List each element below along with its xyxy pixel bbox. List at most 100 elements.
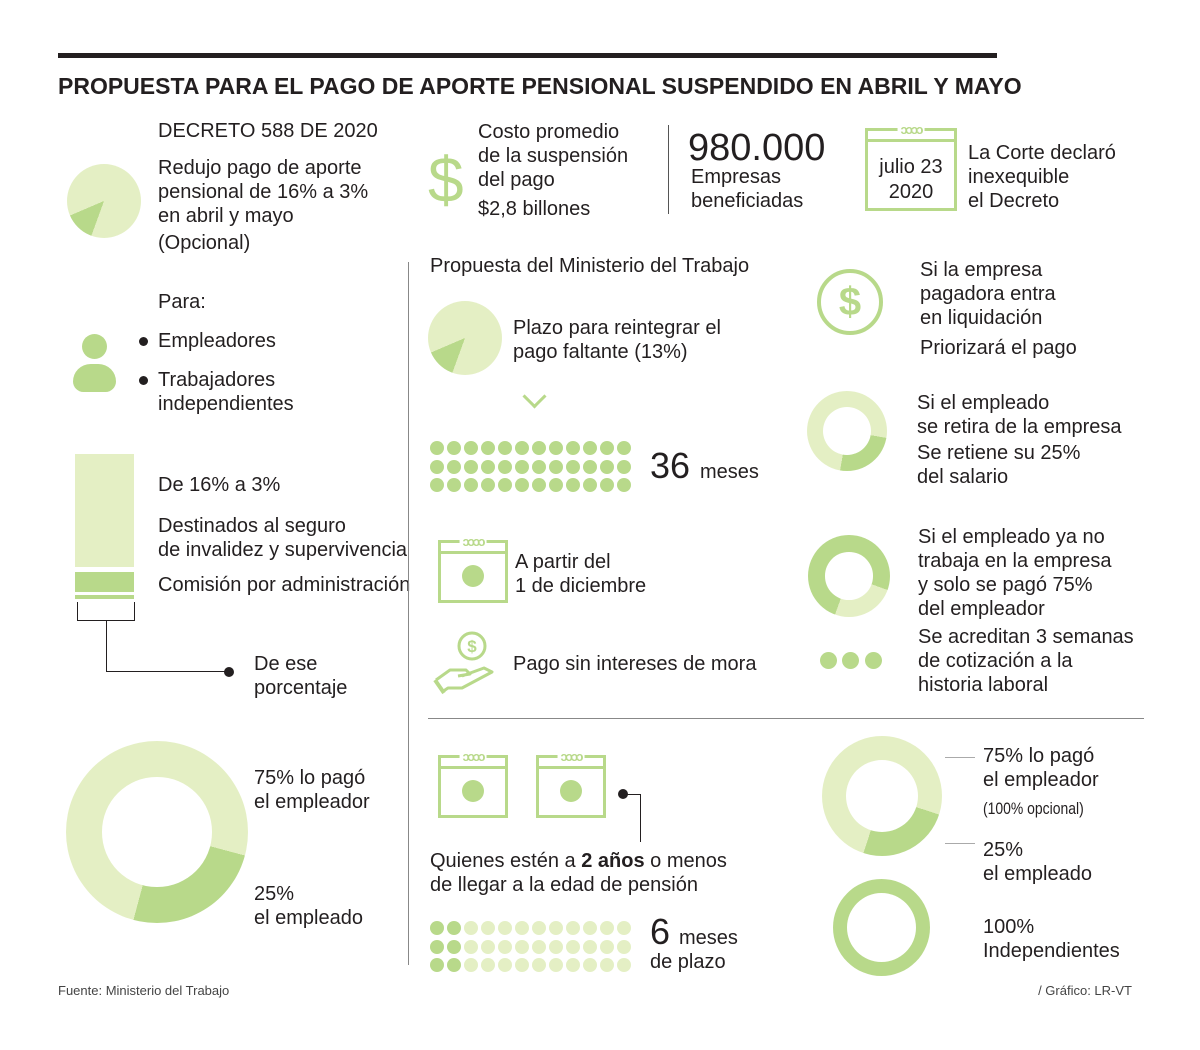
month-dot bbox=[600, 459, 614, 474]
month-dot bbox=[481, 939, 495, 954]
month-dot bbox=[583, 921, 597, 935]
bar-16-segment bbox=[75, 454, 134, 567]
decreto-pie bbox=[67, 164, 141, 238]
no-trabaja-donut bbox=[808, 535, 890, 617]
month-dot bbox=[549, 939, 563, 954]
pension-years: 2 años bbox=[581, 850, 645, 872]
month-dot bbox=[498, 478, 512, 492]
month-dot bbox=[532, 459, 546, 474]
case-title: trabaja en la empresa bbox=[918, 550, 1112, 572]
month-dot bbox=[600, 939, 614, 954]
companies-value: 980.000 bbox=[688, 127, 826, 169]
case-detail: Priorizará el pago bbox=[920, 337, 1077, 359]
split-donut bbox=[822, 736, 942, 856]
month-dot bbox=[498, 958, 512, 972]
month-dot bbox=[549, 441, 563, 455]
week-dot bbox=[865, 652, 882, 669]
split-employer: 75% lo pagó bbox=[983, 744, 1094, 768]
month-dot bbox=[515, 921, 529, 935]
month-dot bbox=[481, 441, 495, 455]
month-dot bbox=[600, 958, 614, 972]
month-dot bbox=[498, 939, 512, 954]
start-line: 1 de diciembre bbox=[515, 575, 647, 597]
pension-line2: de llegar a la edad de pensión bbox=[430, 874, 698, 896]
cost-value: $2,8 billones bbox=[478, 198, 591, 220]
month-dot bbox=[515, 478, 529, 492]
companies-line: Empresas bbox=[691, 166, 782, 188]
source-note: Fuente: Ministerio del Trabajo bbox=[58, 983, 230, 998]
month-dot bbox=[566, 921, 580, 935]
month-dot bbox=[481, 921, 495, 935]
bar-line: de invalidez y supervivencia bbox=[158, 539, 408, 561]
month-dot bbox=[617, 958, 631, 972]
month-dot bbox=[617, 478, 631, 492]
donut-hole bbox=[846, 760, 918, 832]
no-interest-text: Pago sin intereses de mora bbox=[513, 653, 757, 675]
month-dot bbox=[447, 478, 461, 492]
employer-line: el empleador bbox=[254, 791, 370, 813]
calendar-icon: ↄↄↄↄ bbox=[438, 534, 508, 603]
pension-months-value: 6 bbox=[650, 911, 671, 952]
month-dot bbox=[583, 441, 597, 455]
case-detail: Se acreditan 3 semanas bbox=[918, 626, 1134, 648]
case-title: y solo se pagó 75% bbox=[918, 574, 1093, 596]
decreto-donut bbox=[66, 741, 248, 923]
independent-label: Independientes bbox=[983, 940, 1120, 962]
bullet-trabajadores: Trabajadores bbox=[158, 369, 276, 391]
court-line: inexequible bbox=[968, 166, 1070, 188]
calendar-icon: ↄↄↄↄ bbox=[438, 749, 508, 818]
bar-heading: De 16% a 3% bbox=[158, 474, 281, 496]
case-title: en liquidación bbox=[920, 307, 1043, 329]
donut-hole bbox=[102, 777, 212, 887]
split-employee-line: el empleado bbox=[983, 863, 1092, 885]
month-dot bbox=[617, 921, 631, 935]
month-dot bbox=[515, 958, 529, 972]
independent-pct: 100% bbox=[983, 916, 1035, 938]
month-dot bbox=[617, 459, 631, 474]
month-dot bbox=[430, 939, 444, 954]
column-divider bbox=[408, 262, 409, 965]
month-dot bbox=[549, 478, 563, 492]
calendar-icon: ↄↄↄↄ bbox=[536, 749, 606, 818]
plazo-line: Plazo para reintegrar el bbox=[513, 317, 721, 339]
month-dot bbox=[532, 939, 546, 954]
top-rule bbox=[58, 53, 997, 58]
month-dot bbox=[566, 459, 580, 474]
month-dot bbox=[600, 441, 614, 455]
month-dot bbox=[430, 478, 444, 492]
case-detail: de cotización a la bbox=[918, 650, 1073, 672]
month-dot bbox=[583, 939, 597, 954]
para-label: Para: bbox=[158, 291, 206, 313]
case-title: pagadora entra bbox=[920, 283, 1056, 305]
month-dot bbox=[566, 478, 580, 492]
bar-line: Destinados al seguro bbox=[158, 515, 346, 537]
month-dot bbox=[532, 441, 546, 455]
month-dot bbox=[515, 459, 529, 474]
month-dot bbox=[583, 478, 597, 492]
bar-invalidez-segment bbox=[75, 572, 134, 592]
leader-line bbox=[945, 843, 975, 844]
month-dot bbox=[515, 939, 529, 954]
leader-line bbox=[945, 757, 975, 758]
case-detail: Se retiene su 25% bbox=[917, 442, 1081, 464]
month-dot bbox=[566, 958, 580, 972]
employee-pct: 25% bbox=[254, 883, 295, 905]
case-title: Si el empleado ya no bbox=[918, 526, 1105, 548]
plazo-pie bbox=[428, 301, 502, 375]
pension-text: o menos bbox=[644, 850, 727, 872]
case-detail: del salario bbox=[917, 466, 1009, 488]
months-value: 36 bbox=[650, 445, 691, 486]
month-dot bbox=[498, 441, 512, 455]
employee-line: el empleado bbox=[254, 907, 363, 929]
month-dot bbox=[464, 478, 478, 492]
dollar-icon: $ bbox=[428, 144, 464, 216]
month-dot bbox=[549, 958, 563, 972]
split-employer-line: el empleador bbox=[983, 769, 1099, 791]
pension-line: Quienes estén a 2 años o menos bbox=[430, 849, 727, 873]
section-divider bbox=[428, 718, 1144, 719]
pointer-label: De ese bbox=[254, 653, 318, 675]
month-dot bbox=[430, 958, 444, 972]
month-dot bbox=[583, 459, 597, 474]
dollar-circle-icon: $ bbox=[817, 269, 883, 335]
